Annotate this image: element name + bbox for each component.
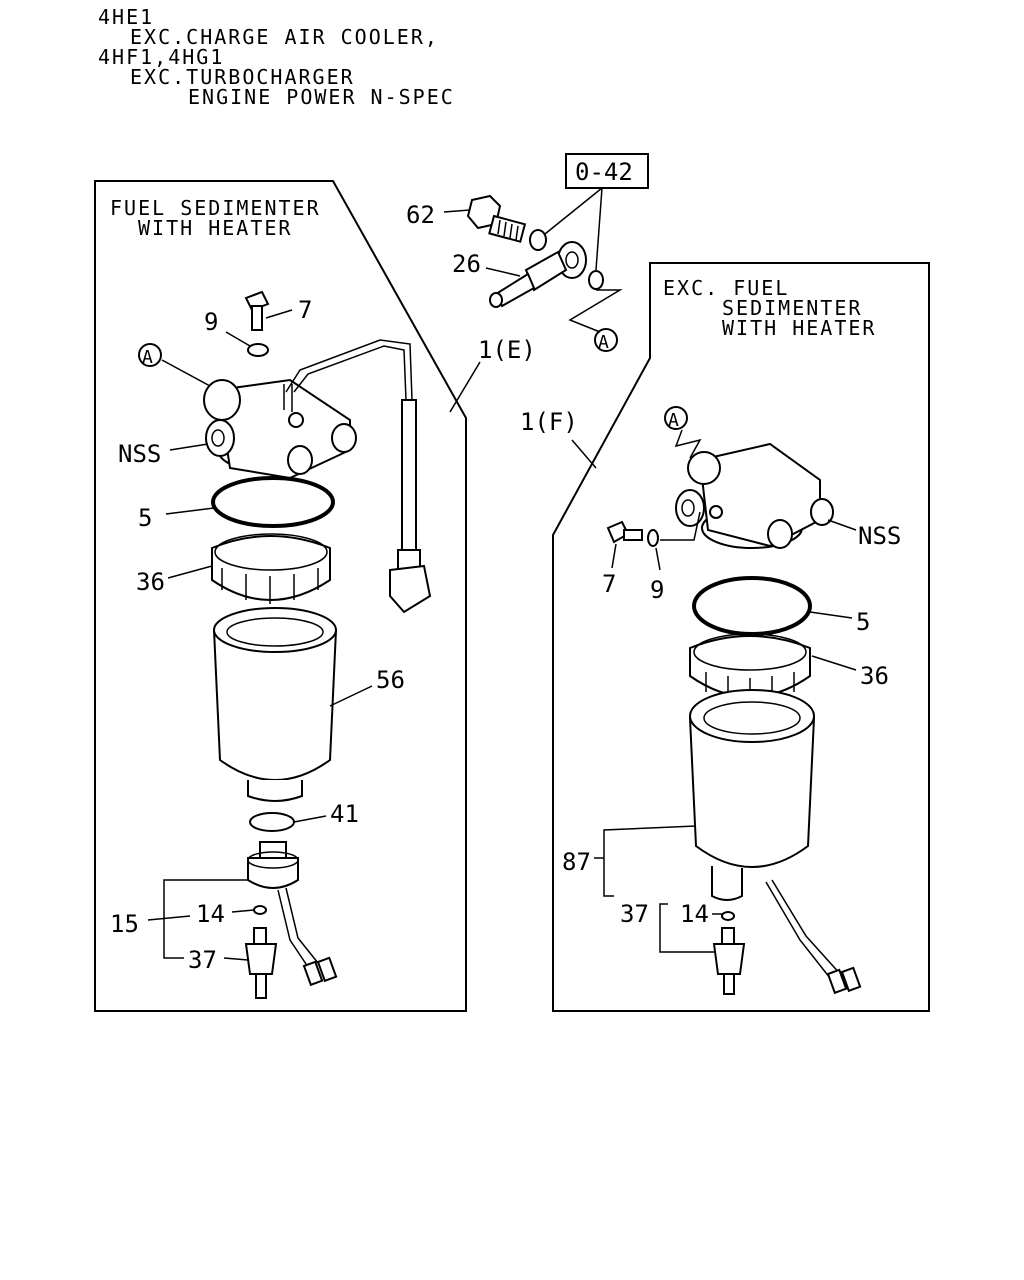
left-panel-frame (94, 180, 467, 1012)
reference-box-label: 0-42 (575, 158, 633, 186)
filter-element-56: 56 (212, 607, 405, 802)
sedimenter-head-right: NSS (675, 442, 901, 550)
svg-text:14: 14 (196, 900, 225, 928)
svg-text:37: 37 (188, 946, 217, 974)
svg-text:37: 37 (620, 900, 649, 928)
left-panel-title-2: WITH HEATER (138, 216, 292, 240)
water-sensor-15: 15 (110, 841, 338, 987)
right-panel-title-1: EXC. FUEL (663, 276, 789, 300)
reference-box: 0-42 (539, 153, 649, 271)
header-line-1: 4HE1 (98, 5, 154, 29)
right-panel-title-3: WITH HEATER (722, 316, 876, 340)
svg-text:NSS: NSS (858, 522, 901, 550)
svg-text:7: 7 (602, 570, 616, 598)
ring-nut-36-left: 36 (136, 533, 331, 604)
svg-text:56: 56 (376, 666, 405, 694)
small-ring-14-right: 14 (680, 900, 735, 928)
bolt-7-left: 7 (244, 290, 312, 331)
svg-text:NSS: NSS (118, 440, 161, 468)
ring-nut-36-right: 36 (689, 633, 889, 704)
svg-text:87: 87 (562, 848, 591, 876)
svg-text:A: A (142, 347, 153, 368)
svg-text:5: 5 (856, 608, 870, 636)
circle-a-right (664, 406, 688, 430)
header-line-5: ENGINE POWER N-SPEC (188, 85, 455, 109)
svg-text:15: 15 (110, 910, 139, 938)
left-panel-title-1: FUEL SEDIMENTER (110, 196, 321, 220)
header-line-4: EXC.TURBOCHARGER (130, 65, 355, 89)
washer-9-left: 9 (204, 308, 269, 357)
washer-9-right: 9 (647, 511, 701, 604)
svg-text:7: 7 (298, 296, 312, 324)
seal-41 (249, 812, 295, 832)
left-assembly-label: 1(E) (478, 336, 536, 364)
svg-text:5: 5 (138, 504, 152, 532)
bolt-7-right: 7 (602, 520, 643, 598)
drain-plug-37-right: 37 (620, 900, 746, 995)
circle-a-left (138, 343, 162, 367)
right-assembly-label: 1(F) (520, 408, 578, 436)
banjo-fitting: 26 A (452, 241, 623, 353)
callout-62: 62 (406, 201, 435, 229)
svg-text:36: 36 (860, 662, 889, 690)
callout-26: 26 (452, 250, 481, 278)
right-panel: EXC. FUEL SEDIMENTER WITH HEATER 1(F) A … (520, 262, 930, 1012)
left-panel: FUEL SEDIMENTER WITH HEATER 1(E) 7 9 A (94, 180, 536, 1012)
reference-box-frame (565, 153, 649, 189)
circle-a-top (594, 328, 618, 352)
header-line-2: EXC.CHARGE AIR COOLER, (130, 25, 439, 49)
o-ring-5-right (692, 576, 812, 636)
right-panel-frame (552, 262, 930, 1012)
header-line-3: 4HF1,4HG1 (98, 45, 224, 69)
svg-text:9: 9 (650, 576, 664, 604)
sedimenter-head-left: NSS (118, 339, 413, 480)
svg-text:A: A (598, 332, 609, 353)
heater-connector (389, 399, 432, 614)
svg-text:14: 14 (680, 900, 709, 928)
svg-text:36: 36 (136, 568, 165, 596)
small-ring-14-left (253, 905, 267, 915)
svg-text:9: 9 (204, 308, 218, 336)
right-panel-title-2: SEDIMENTER (722, 296, 862, 320)
drain-plug-37-left: 37 (188, 927, 278, 999)
applicability-header: 4HE1 EXC.CHARGE AIR COOLER, 4HF1,4HG1 EX… (98, 5, 455, 109)
svg-text:41: 41 (330, 800, 359, 828)
eye-bolt: 62 (406, 194, 547, 251)
filter-element-87: 87 (562, 689, 862, 995)
svg-text:A: A (668, 410, 679, 431)
o-ring-5-left (211, 476, 335, 528)
